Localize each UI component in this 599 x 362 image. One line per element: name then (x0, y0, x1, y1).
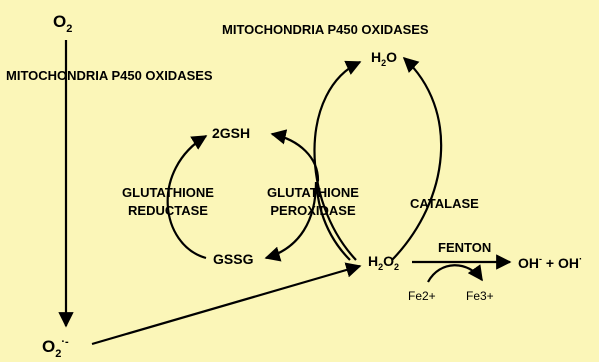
peroxidase-arc-to-gsh (270, 129, 351, 261)
mito-left-label: MITOCHONDRIA P450 OXIDASES (6, 68, 213, 83)
gssg-label: GSSG (213, 251, 254, 267)
fenton-label: FENTON (438, 240, 491, 255)
catalase-label: CATALASE (410, 196, 479, 211)
peroxide-to-water-left-arc (313, 60, 362, 261)
glutathione-reductase-line2: REDUCTASE (128, 203, 208, 218)
mito-top-label: MITOCHONDRIA P450 OXIDASES (222, 22, 429, 37)
oxygen-label: O2 (53, 12, 72, 35)
hydroxyl-products-label: OH- + OH· (518, 254, 582, 271)
superoxide-label: O2·- (42, 336, 69, 360)
iron-oxidation-arc (427, 264, 483, 283)
glutathione-peroxidase-line1: GLUTATHIONE (267, 185, 359, 200)
gsh-label: 2GSH (212, 125, 250, 141)
peroxide-label: H2O2 (368, 253, 399, 272)
glutathione-peroxidase-line2: PEROXIDASE (270, 203, 356, 218)
water-label: H2O (371, 49, 397, 68)
peroxidase-arc-to-gssg (264, 181, 318, 262)
superoxide-to-peroxide-arrow (91, 262, 362, 346)
fe3-label: Fe3+ (466, 289, 494, 303)
fe2-label: Fe2+ (408, 289, 436, 303)
reductase-arc-to-gsh (166, 135, 208, 260)
peroxide-to-water-right-arc (391, 56, 443, 261)
glutathione-reductase-line1: GLUTATHIONE (122, 185, 214, 200)
